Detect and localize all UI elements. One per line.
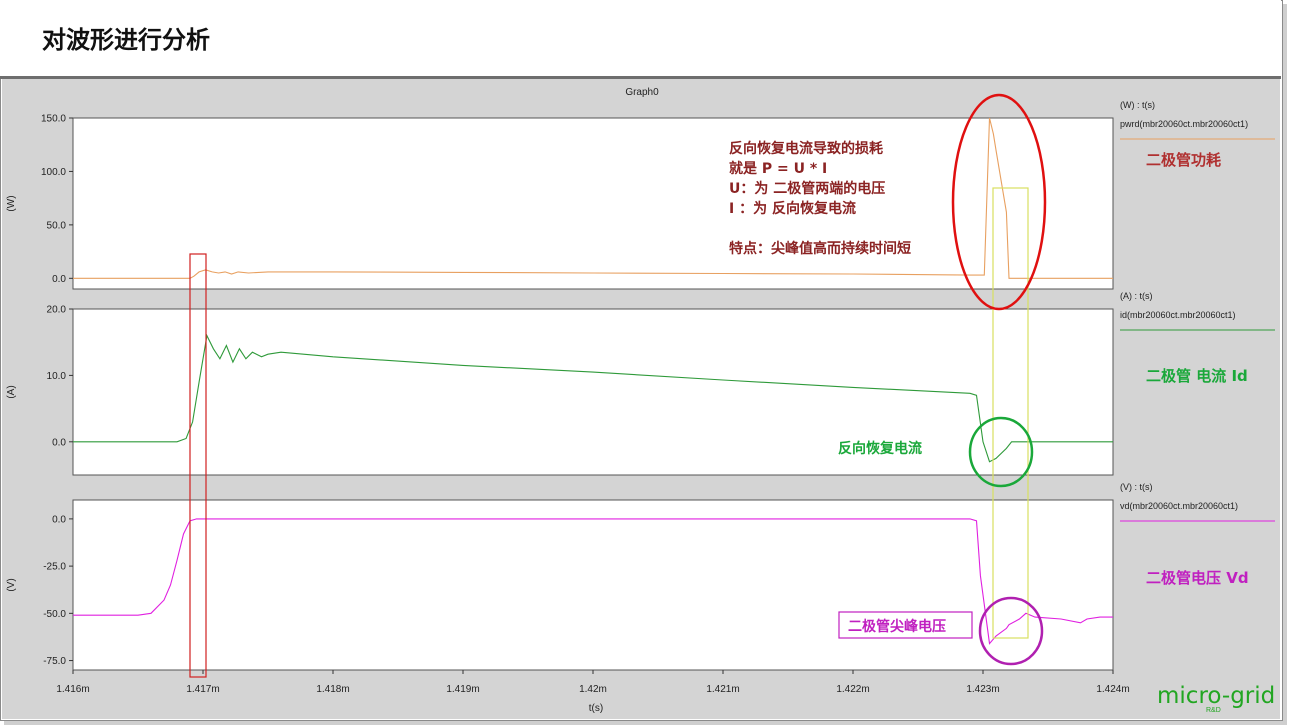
x-tick-label: 1.417m xyxy=(186,684,219,695)
x-tick-label: 1.421m xyxy=(706,684,739,695)
legend-unit-current: (A) : t(s) xyxy=(1120,291,1153,301)
y-tick-label-voltage: -75.0 xyxy=(43,656,66,667)
x-tick-label: 1.423m xyxy=(966,684,999,695)
x-tick-label: 1.418m xyxy=(316,684,349,695)
power-note-line: I ：为 反向恢复电流 xyxy=(729,200,856,217)
legend-series-current: id(mbr20060ct.mbr20060ct1) xyxy=(1120,310,1236,320)
x-tick-label: 1.422m xyxy=(836,684,869,695)
y-tick-label-voltage: 0.0 xyxy=(52,514,66,525)
y-tick-label-power: 150.0 xyxy=(41,114,66,125)
title-bar: 对波形进行分析 xyxy=(0,0,1281,79)
y-tick-label-power: 100.0 xyxy=(41,167,66,178)
x-tick-label: 1.42m xyxy=(579,684,607,695)
y-tick-label-power: 0.0 xyxy=(52,274,66,285)
x-tick-label: 1.419m xyxy=(446,684,479,695)
x-axis-label: t(s) xyxy=(589,703,603,714)
y-axis-label-power: (W) xyxy=(6,195,17,211)
legend-series-voltage: vd(mbr20060ct.mbr20060ct1) xyxy=(1120,501,1238,511)
voltage-spike-circle xyxy=(978,596,1044,666)
current-side-label: 二极管 电流 Id xyxy=(1146,367,1248,385)
voltage-spike-note: 二极管尖峰电压 xyxy=(848,618,946,635)
voltage-note-box xyxy=(838,611,973,639)
y-tick-label-voltage: -25.0 xyxy=(43,562,66,573)
voltage-side-label: 二极管电压 Vd xyxy=(1146,569,1249,587)
y-tick-label-current: 10.0 xyxy=(47,371,67,382)
power-side-label: 二极管功耗 xyxy=(1146,151,1221,169)
power-spike-circle xyxy=(951,93,1047,311)
legend-unit-power: (W) : t(s) xyxy=(1120,100,1155,110)
y-axis-label-voltage: (V) xyxy=(6,578,17,591)
y-tick-label-voltage: -50.0 xyxy=(43,609,66,620)
y-axis-label-current: (A) xyxy=(6,385,17,398)
current-recovery-note: 反向恢复电流 xyxy=(838,440,922,457)
legend-unit-voltage: (V) : t(s) xyxy=(1120,482,1153,492)
plot-area-current xyxy=(72,308,1114,476)
plot-area-power xyxy=(72,117,1114,290)
page-title: 对波形进行分析 xyxy=(42,26,210,54)
x-tick-label: 1.424m xyxy=(1096,684,1129,695)
x-tick-label: 1.416m xyxy=(56,684,89,695)
current-recovery-circle xyxy=(968,416,1034,488)
legend-series-power: pwrd(mbr20060ct.mbr20060ct1) xyxy=(1120,119,1248,129)
y-tick-label-current: 20.0 xyxy=(47,305,67,316)
power-note-line: 反向恢复电流导致的损耗 xyxy=(729,140,883,157)
y-tick-label-current: 0.0 xyxy=(52,437,66,448)
power-note-line: U：为 二极管两端的电压 xyxy=(729,180,885,197)
turn-off-highlight-box xyxy=(992,187,1029,639)
power-note-line: 特点：尖峰值高而持续时间短 xyxy=(729,240,911,257)
brand-sub: R&D xyxy=(1206,707,1221,714)
y-tick-label-power: 50.0 xyxy=(47,220,67,231)
brand-logo: micro-grid xyxy=(1157,683,1276,709)
plot-area-voltage xyxy=(72,499,1114,671)
power-note-line: 就是 P = U * I xyxy=(729,160,827,177)
graph-title: Graph0 xyxy=(625,87,659,98)
turn-on-highlight-box xyxy=(189,253,207,678)
